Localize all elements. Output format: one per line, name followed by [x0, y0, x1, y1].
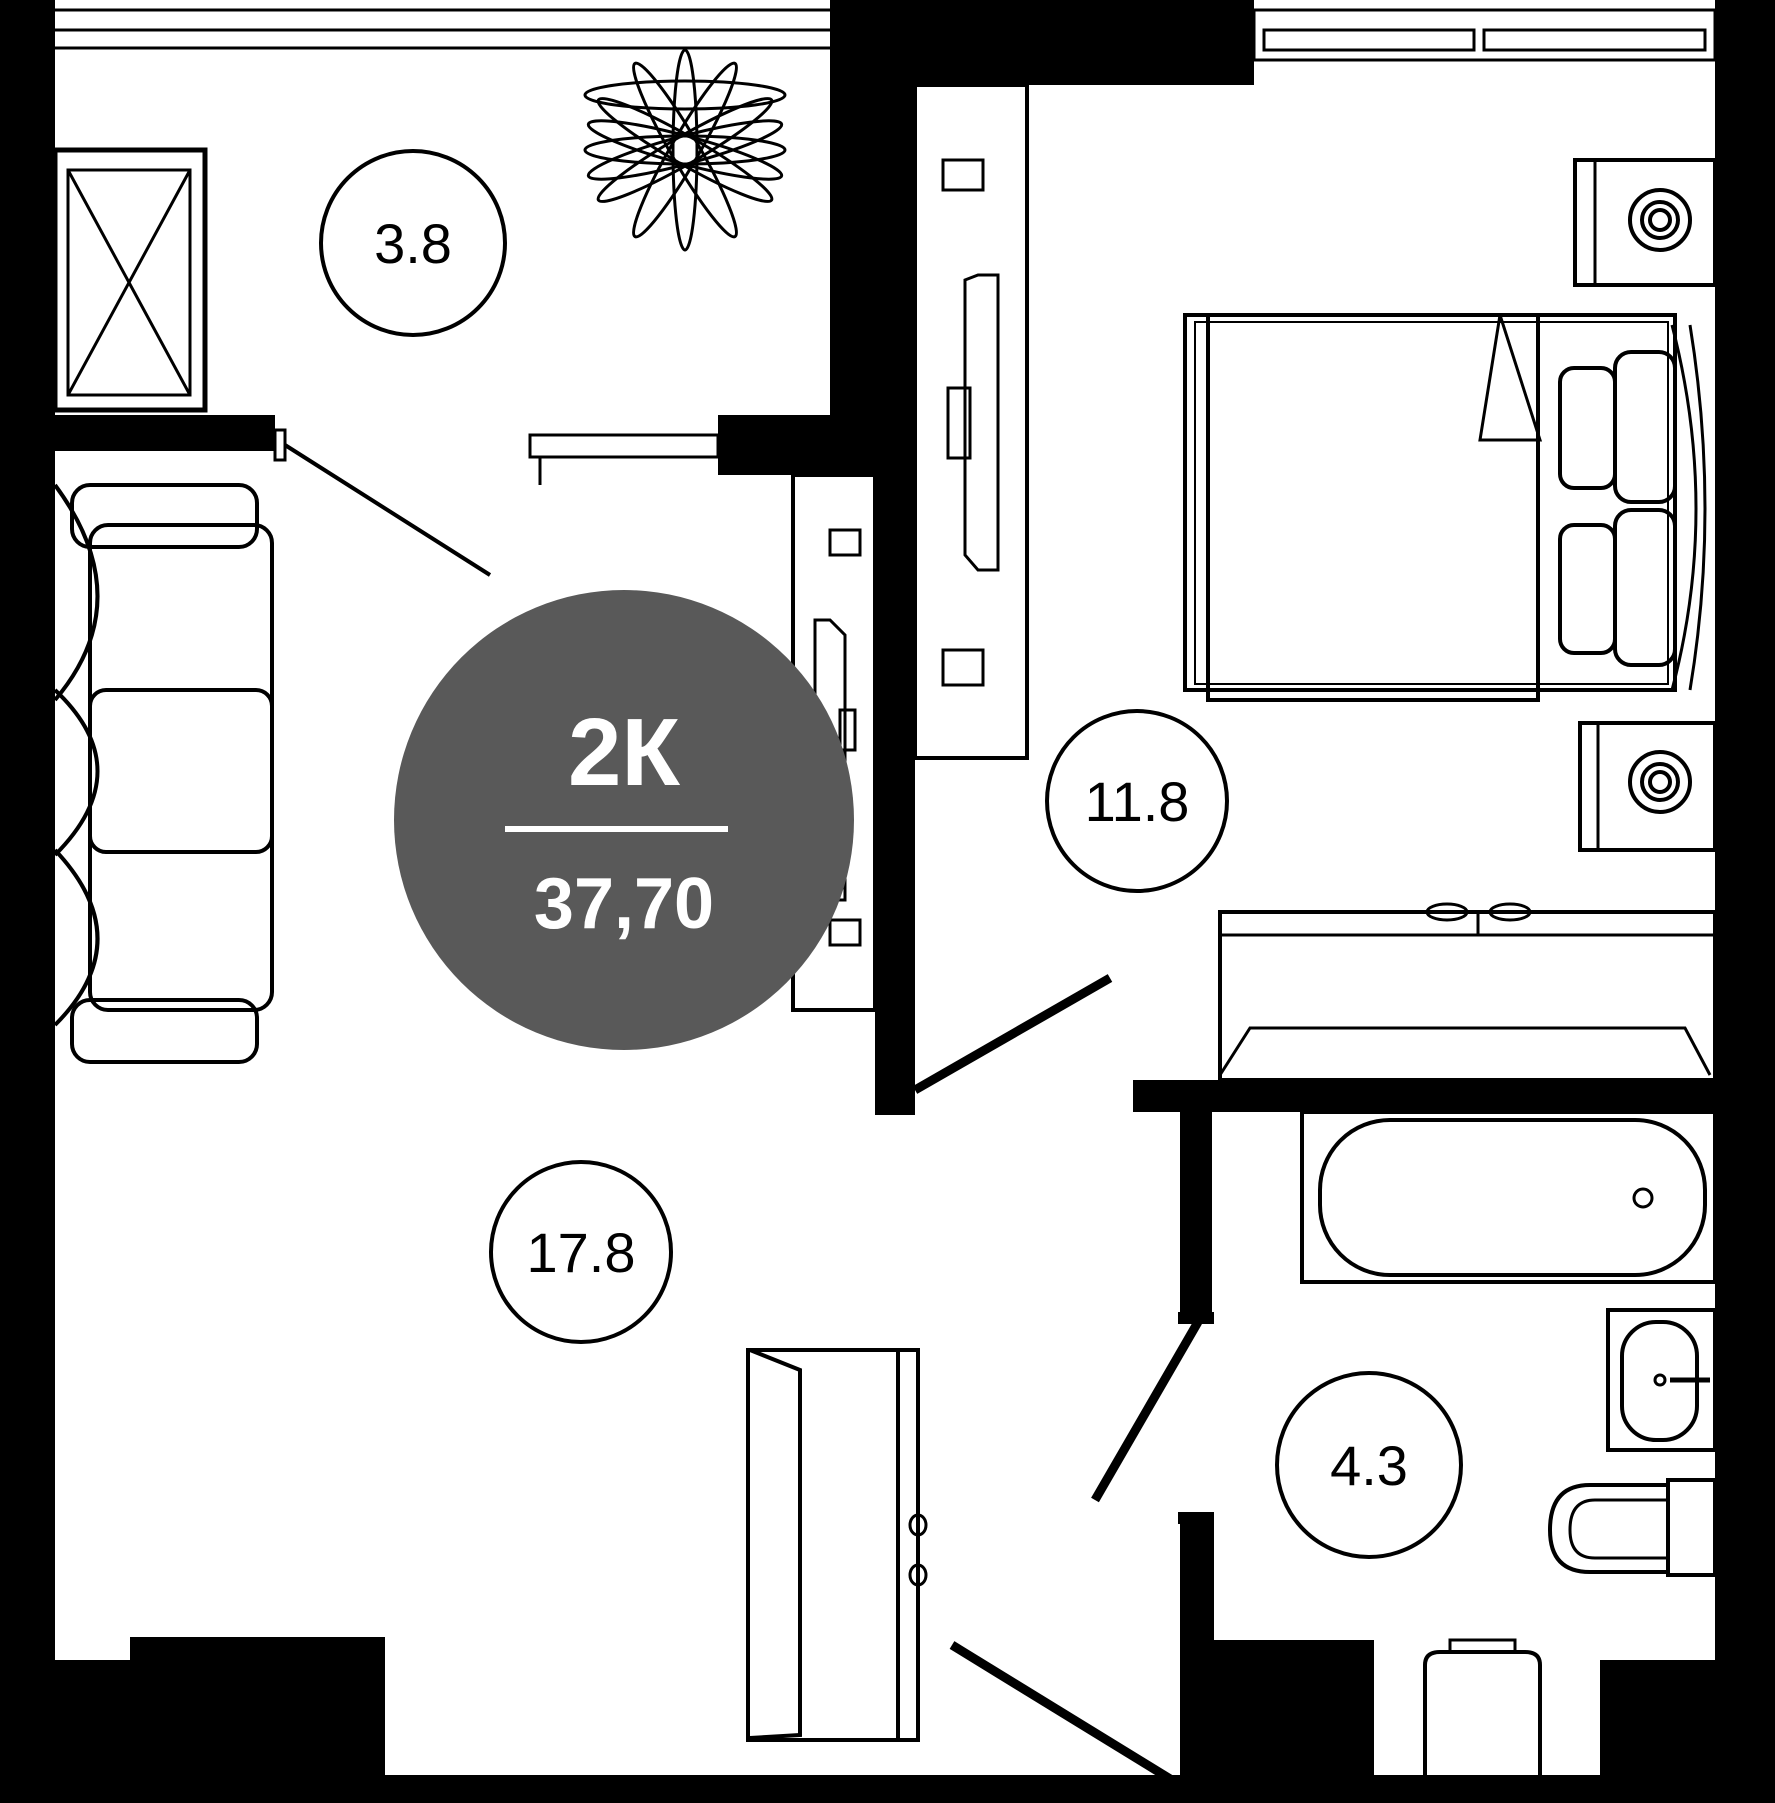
room-label-balcony: 3.8 [319, 149, 507, 337]
badge-divider [505, 826, 728, 832]
badge-circle [394, 590, 854, 1050]
apartment-area: 37,70 [534, 864, 714, 944]
room-area-balcony: 3.8 [374, 212, 452, 275]
bed [1183, 313, 1707, 702]
sofa [53, 483, 274, 1064]
bedroom-window [1252, 8, 1717, 62]
entry-door [949, 1641, 1183, 1789]
room-label-bedroom: 11.8 [1045, 709, 1229, 893]
nightstand-top [1573, 158, 1717, 287]
bedroom-wardrobe [913, 83, 1029, 760]
balcony-window [55, 8, 830, 50]
room-label-living-room: 17.8 [489, 1160, 673, 1344]
entry-cabinet [746, 1348, 928, 1742]
plant-icon [583, 48, 787, 252]
sink [1606, 1308, 1717, 1452]
room-area-living-room: 17.8 [527, 1221, 636, 1284]
washing-machine [1423, 1638, 1542, 1803]
bathroom-door [1091, 1319, 1202, 1503]
apartment-badge: 2К 37,70 [394, 590, 854, 1050]
room-area-bedroom: 11.8 [1085, 770, 1190, 833]
bedroom-door [912, 974, 1113, 1094]
room-area-bathroom: 4.3 [1330, 1434, 1408, 1497]
apartment-type: 2К [568, 699, 680, 806]
room-label-bathroom: 4.3 [1275, 1371, 1463, 1559]
dresser [1218, 902, 1717, 1082]
bathtub [1300, 1110, 1717, 1284]
balcony [52, 48, 787, 577]
nightstand-bottom [1578, 721, 1717, 852]
toilet [1547, 1478, 1717, 1577]
